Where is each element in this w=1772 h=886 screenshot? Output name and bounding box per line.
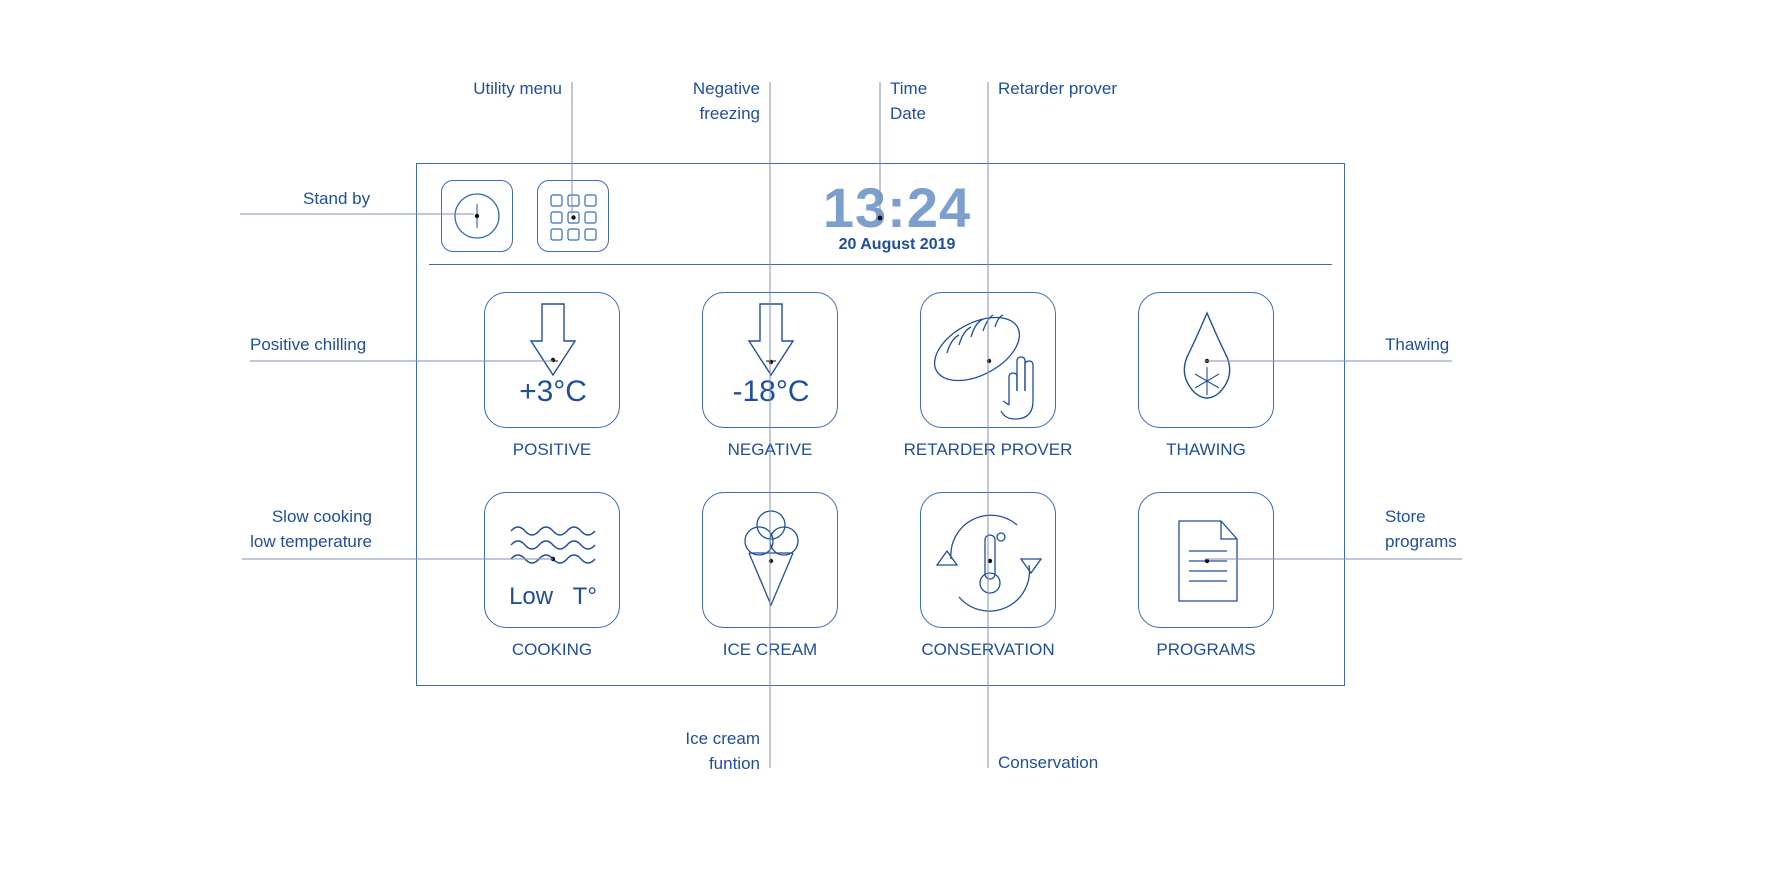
cooking-tile[interactable]: Low T° [484, 492, 620, 628]
ice-cream-tile[interactable] [702, 492, 838, 628]
drop-snowflake-icon [1183, 311, 1231, 399]
callout-slow-cooking: Slow cooking low temperature [250, 507, 372, 551]
callout-stand-by: Stand by [303, 189, 371, 208]
positive-tile[interactable]: +3°C [484, 292, 620, 428]
conservation-label: CONSERVATION [921, 640, 1055, 659]
negative-temp: -18°C [732, 375, 810, 408]
programs-tile[interactable] [1138, 492, 1274, 628]
callout-retarder-prover: Retarder prover [998, 79, 1118, 98]
header-divider [429, 264, 1332, 265]
ice-cream-label: ICE CREAM [722, 640, 818, 659]
thermometer-cycle-icon [935, 514, 1043, 612]
callout-thawing: Thawing [1385, 335, 1450, 354]
power-icon [454, 193, 500, 239]
conservation-tile[interactable] [920, 492, 1056, 628]
callout-store-programs: Store programs [1385, 507, 1457, 551]
negative-tile[interactable]: -18°C [702, 292, 838, 428]
programs-label: PROGRAMS [1156, 640, 1256, 659]
device-screen: 13:24 20 August 2019 +3°C POSITIVE -18°C… [416, 163, 1345, 686]
callout-positive-chilling: Positive chilling [250, 335, 367, 354]
thawing-label: THAWING [1166, 440, 1246, 459]
stand-by-button[interactable] [441, 180, 513, 252]
ice-cream-cone-icon [744, 510, 799, 607]
cooking-low-temp: Low T° [509, 583, 597, 610]
retarder-prover-label: RETARDER PROVER [903, 440, 1073, 459]
clock-time: 13:24 [822, 176, 972, 239]
callout-conservation: Conservation [998, 753, 1099, 772]
positive-label: POSITIVE [512, 440, 592, 459]
callout-ice-cream-function: Ice cream funtion [685, 729, 760, 773]
positive-temp: +3°C [519, 375, 587, 408]
cooking-label: COOKING [511, 640, 593, 659]
grid-menu-icon [550, 194, 597, 241]
callout-time-date: Time Date [890, 79, 928, 123]
thawing-tile[interactable] [1138, 292, 1274, 428]
callout-negative-freezing: Negative freezing [692, 79, 760, 123]
clock-date: 20 August 2019 [838, 236, 956, 253]
document-icon [1178, 520, 1238, 602]
callout-utility-menu: Utility menu [473, 79, 562, 98]
retarder-prover-tile[interactable] [920, 292, 1056, 428]
negative-label: NEGATIVE [727, 440, 813, 459]
utility-menu-button[interactable] [537, 180, 609, 252]
bread-hand-icon [933, 314, 1034, 420]
